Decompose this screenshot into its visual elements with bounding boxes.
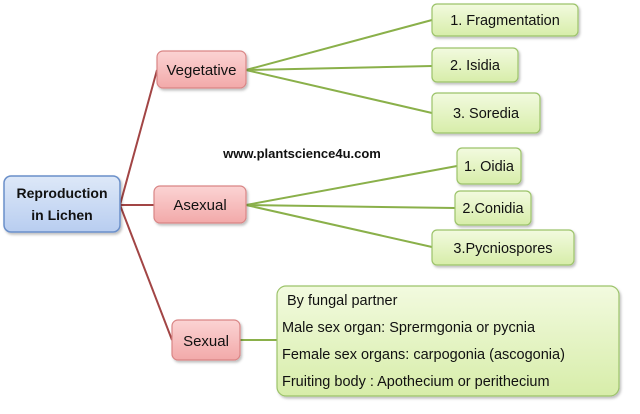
leaf-oidia: 1. Oidia xyxy=(456,147,522,185)
sexual-detail-by-fungal-partner: By fungal partner xyxy=(287,293,398,309)
leaf-isidia-box xyxy=(431,47,519,83)
leaf-pycniospores-label: 3.Pycniospores xyxy=(453,241,552,257)
sexual-details: By fungal partner Male sex organ: Sprerm… xyxy=(276,285,620,397)
connector-vegetative-isidia xyxy=(245,65,433,71)
root-label-line-2: in Lichen xyxy=(31,207,92,223)
leaf-pycniospores: 3.Pycniospores xyxy=(431,229,575,266)
connector-asexual-oidia xyxy=(245,165,458,206)
leaf-conidia: 2.Conidia xyxy=(454,190,532,226)
sexual-details-box xyxy=(276,285,620,397)
root-box xyxy=(3,175,121,233)
sexual-detail-female-organ: Female sex organs: carpogonia (ascogonia… xyxy=(282,347,565,363)
root-connectors xyxy=(119,69,173,341)
leaf-conidia-box xyxy=(454,190,532,226)
leaf-conidia-label: 2.Conidia xyxy=(462,201,524,217)
connector-vegetative-soredia xyxy=(245,69,433,114)
leaf-pycniospores-box xyxy=(431,229,575,266)
branch-vegetative: Vegetative xyxy=(156,50,247,89)
leaf-isidia: 2. Isidia xyxy=(431,47,519,83)
website-watermark: www.plantscience4u.com xyxy=(222,146,381,161)
branch-vegetative-box xyxy=(156,50,247,89)
leaf-fragmentation: 1. Fragmentation xyxy=(431,3,579,37)
root-node: Reproduction in Lichen xyxy=(3,175,121,233)
branch-vegetative-label: Vegetative xyxy=(166,62,236,79)
branch-sexual-label: Sexual xyxy=(183,333,229,350)
branch-asexual-label: Asexual xyxy=(173,197,226,214)
root-label-line-1: Reproduction xyxy=(17,185,108,201)
leaf-fragmentation-box xyxy=(431,3,579,37)
leaf-fragmentation-label: 1. Fragmentation xyxy=(450,13,560,29)
leaf-soredia-box xyxy=(431,92,541,134)
connector-asexual-pycniospores xyxy=(245,204,433,248)
leaf-soredia-label: 3. Soredia xyxy=(453,106,520,122)
branch-asexual-box xyxy=(153,185,247,224)
connector-vegetative-fragmentation xyxy=(245,19,433,71)
leaf-isidia-label: 2. Isidia xyxy=(450,58,501,74)
sexual-detail-fruiting-body: Fruiting body : Apothecium or peritheciu… xyxy=(282,374,550,390)
branch-asexual: Asexual xyxy=(153,185,247,224)
connector-asexual-conidia xyxy=(245,204,456,209)
sexual-detail-male-organ: Male sex organ: Sprermgonia or pycnia xyxy=(282,320,536,336)
leaf-connectors xyxy=(240,19,458,341)
connector-root-vegetative xyxy=(119,69,158,206)
branch-sexual: Sexual xyxy=(171,319,241,361)
leaf-oidia-box xyxy=(456,147,522,185)
connector-root-sexual xyxy=(119,204,173,341)
branch-sexual-box xyxy=(171,319,241,361)
leaf-soredia: 3. Soredia xyxy=(431,92,541,134)
leaf-oidia-label: 1. Oidia xyxy=(464,159,515,175)
